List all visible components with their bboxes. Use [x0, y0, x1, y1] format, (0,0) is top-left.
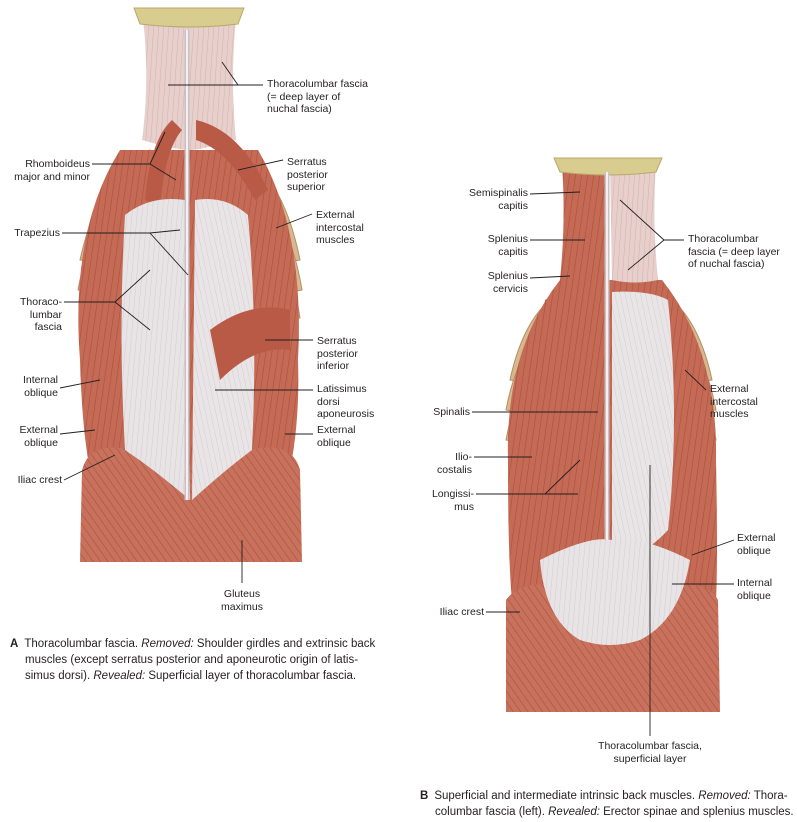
- panel-a-fascia: [121, 199, 190, 500]
- label-b-iliac-crest: Iliac crest: [439, 606, 484, 618]
- leader-lines: [59, 61, 735, 736]
- panel-b-neck-left: [560, 165, 608, 283]
- caption-a-line1: A Thoracolumbar fascia. Removed: Shoulder…: [10, 636, 390, 652]
- panel-a-gluteus-maximus: [80, 447, 302, 562]
- caption-b-text1: Superficial and intermediate intrinsic b…: [434, 790, 699, 802]
- label-a-gluteus-maximus: Gluteus maximus: [220, 588, 263, 613]
- label-a-internal-oblique: Internal oblique: [22, 374, 58, 399]
- panel-a-serratus-inferior: [210, 307, 290, 380]
- label-a-latissimus-aponeurosis: Latissimus dorsi aponeurosis: [317, 383, 375, 420]
- caption-b-line1: B Superficial and intermediate intrinsic …: [420, 788, 795, 804]
- caption-b-removed: Removed:: [698, 790, 751, 802]
- label-a-thoracolumbar-deep: Thoracolumbar fascia (= deep layer of nu…: [267, 78, 368, 115]
- label-a-serratus-posterior-superior: Serratus posterior superior: [287, 156, 328, 193]
- caption-a-text1: Thoracolumbar fascia.: [24, 638, 142, 650]
- label-b-external-intercostal: External intercostal muscles: [710, 383, 758, 420]
- label-b-semispinalis: Semispinalis capitis: [469, 187, 528, 212]
- label-a-iliac-crest: Iliac crest: [17, 474, 62, 486]
- panel-b-fascia-right: [612, 291, 674, 560]
- caption-a-text3: simus dorsi).: [25, 670, 94, 682]
- caption-a-letter: A: [10, 638, 19, 650]
- label-b-spinalis: Spinalis: [433, 406, 470, 418]
- label-b-iliocostalis: Ilio- costalis: [436, 451, 472, 476]
- label-a-external-intercostal: External intercostal muscles: [316, 209, 364, 246]
- label-b-external-oblique: External oblique: [737, 532, 776, 557]
- caption-b-line2: columbar fascia (left). Revealed: Erecto…: [420, 804, 795, 820]
- caption-a-text4: Superficial layer of thoracolumbar fasci…: [145, 670, 357, 682]
- label-b-splenius-cervicis: Splenius cervicis: [487, 270, 528, 295]
- caption-b-revealed: Revealed:: [548, 806, 600, 818]
- caption-b-text4: Erector spinae and splenius muscles.: [599, 806, 794, 818]
- caption-b-text3: columbar fascia (left).: [435, 806, 549, 818]
- panel-a-serratus-superior: [196, 120, 268, 200]
- panel-b-occipital-cap: [553, 157, 663, 176]
- label-b-thoracolumbar-deep: Thoracolumbar fascia (= deep layer of nu…: [688, 233, 780, 270]
- label-b-internal-oblique: Internal oblique: [737, 577, 773, 602]
- caption-b: B Superficial and intermediate intrinsic …: [420, 788, 795, 820]
- label-a-serratus-posterior-inferior: Serratus posterior inferior: [317, 335, 358, 372]
- label-b-longissimus: Longissi- mus: [431, 488, 474, 513]
- label-a-external-oblique-right: External oblique: [317, 424, 356, 449]
- label-b-thoracolumbar-superficial: Thoracolumbar fascia, superficial layer: [598, 740, 702, 765]
- label-b-splenius-capitis: Splenius capitis: [487, 233, 528, 258]
- label-a-rhomboideus: Rhomboideus major and minor: [14, 158, 90, 183]
- panel-b-neck-right: [610, 165, 658, 283]
- caption-b-text2: Thora-: [750, 790, 788, 802]
- caption-a-line2: muscles (except serratus posterior and a…: [25, 654, 359, 666]
- caption-a-line3: simus dorsi). Revealed: Superficial laye…: [10, 668, 390, 684]
- panel-b-lower-fascia: [540, 539, 690, 645]
- caption-a-text2: Shoulder girdles and extrinsic back: [193, 638, 376, 650]
- label-a-trapezius: Trapezius: [14, 227, 60, 239]
- caption-a-revealed: Revealed:: [93, 670, 146, 682]
- caption-b-letter: B: [420, 790, 429, 802]
- label-a-thoracolumbar-fascia: Thoraco- lumbar fascia: [19, 296, 62, 333]
- panel-a-occipital-cap: [133, 7, 245, 28]
- caption-a: A Thoracolumbar fascia. Removed: Shoulder…: [10, 636, 390, 684]
- panel-b-erector-spinae: [540, 291, 602, 540]
- caption-a-removed: Removed:: [141, 638, 194, 650]
- panel-a-rhomboids: [145, 120, 182, 205]
- label-a-external-oblique-left: External oblique: [19, 424, 58, 449]
- panel-b-illustration: [505, 157, 720, 712]
